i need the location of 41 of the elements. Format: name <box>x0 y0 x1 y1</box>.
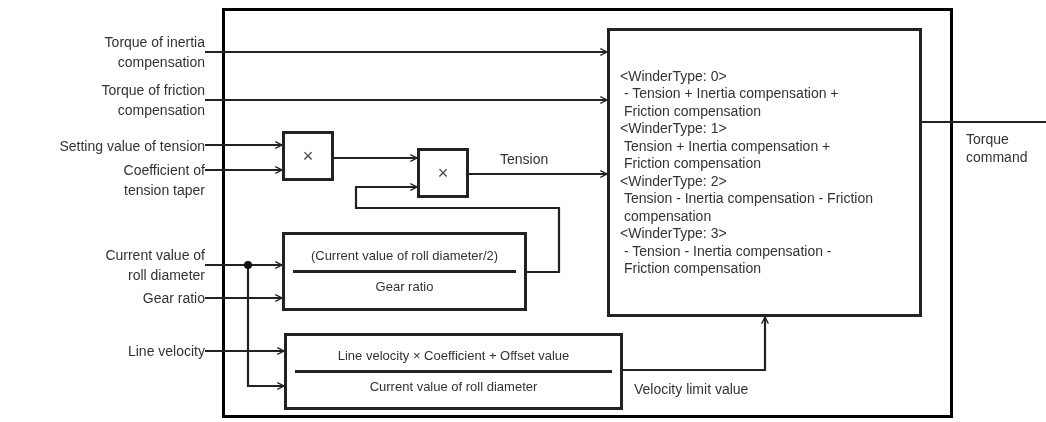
arrow <box>205 347 285 355</box>
input-label: Setting value of tension <box>59 137 205 156</box>
input-label: Current value of roll diameter <box>104 246 205 285</box>
edge-label: Tension <box>500 150 550 168</box>
edge-label: Velocity limit value <box>634 380 750 398</box>
multiply-sign: × <box>302 144 314 168</box>
input-label: Coefficient of tension taper <box>122 161 205 200</box>
multiplier-box <box>282 131 334 181</box>
input-label: Torque of friction compensation <box>100 81 205 120</box>
arrow <box>354 183 561 274</box>
formula-box <box>282 232 527 311</box>
arrow <box>623 316 769 372</box>
arrow <box>205 294 283 302</box>
calculation-box <box>607 28 922 317</box>
formula-text: Tension + Inertia compensation + Friction compensation <box>623 137 832 173</box>
case-heading: <WinderType: 2> <box>620 172 728 190</box>
arrow <box>205 48 608 56</box>
formula-text: Tension - Inertia compensation - Friction compensation <box>623 190 874 225</box>
formula-box <box>284 333 623 410</box>
input-label: Torque of inertia compensation <box>103 33 205 72</box>
multiplier-box <box>417 148 469 198</box>
formula-text: - Tension + Inertia compensation + Friction compensation <box>623 85 840 120</box>
denominator-text: Gear ratio <box>375 278 434 296</box>
case-heading: <WinderType: 3> <box>620 225 728 243</box>
case-heading: <WinderType: 1> <box>620 120 728 138</box>
input-label: Gear ratio <box>142 289 205 308</box>
numerator-text: Line velocity × Coefficient + Offset value <box>337 347 570 365</box>
case-heading: <WinderType: 0> <box>620 67 728 85</box>
edge-label: Torque command <box>966 130 1029 166</box>
input-label: Line velocity <box>127 342 205 361</box>
arrow <box>205 141 283 149</box>
frame-box <box>222 8 953 418</box>
arrow <box>205 96 608 104</box>
arrow <box>334 154 418 162</box>
arrow <box>469 170 608 178</box>
arrow <box>205 166 283 174</box>
arrow <box>205 263 285 390</box>
formula-text: - Tension - Inertia compensation - Friction compensation <box>623 242 833 278</box>
numerator-text: (Current value of roll diameter/2) <box>310 247 499 265</box>
multiply-sign: × <box>437 161 449 185</box>
denominator-text: Current value of roll diameter <box>369 378 538 396</box>
